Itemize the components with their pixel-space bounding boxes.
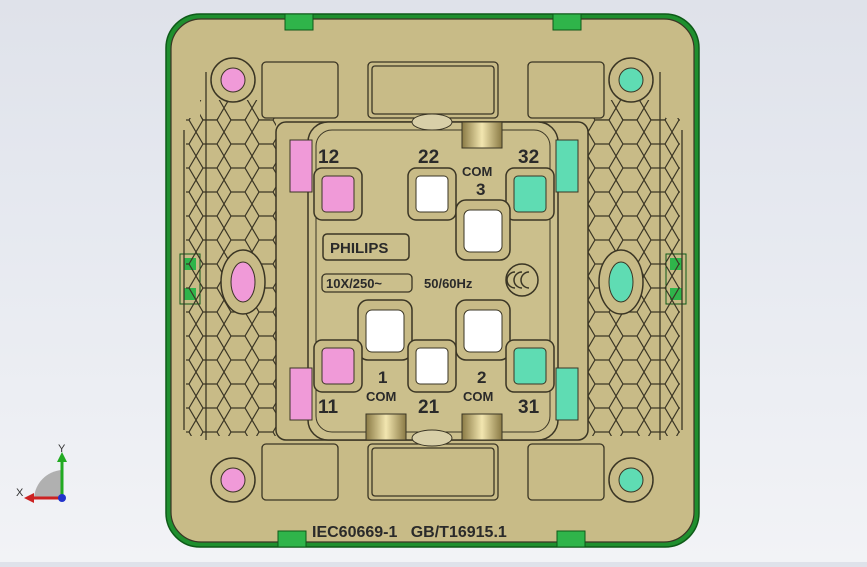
com-3-label: COM (462, 164, 492, 179)
com-1-label: COM (366, 389, 396, 404)
brand-badge (322, 233, 410, 261)
module-labels: 12 22 32 COM 3 PHILIPS 10X/250~ 50/60Hz … (318, 147, 540, 418)
screw-holes (210, 57, 654, 503)
com-2-number: 2 (477, 368, 486, 387)
rating-text: 10X/250~ (326, 276, 382, 291)
brand-logo-text: PHILIPS (330, 240, 388, 257)
standards-footer: IEC60669-1 GB/T16915.1 (312, 524, 507, 541)
y-axis-label: Y (58, 443, 66, 455)
terminal-31-label: 31 (518, 397, 540, 418)
terminal-22-label: 22 (418, 147, 439, 168)
terminal-11-label: 11 (318, 397, 339, 418)
terminal-21-label: 21 (418, 397, 440, 418)
terminal-12-label: 12 (318, 147, 339, 168)
x-axis-label: X (16, 487, 24, 499)
frequency-text: 50/60Hz (424, 276, 473, 291)
brass-contacts (365, 113, 503, 447)
ccc-mark-icon (505, 263, 539, 297)
com-1-number: 1 (378, 368, 387, 387)
terminal-32-label: 32 (518, 147, 539, 168)
side-contacts (289, 139, 579, 421)
terminal-sockets[interactable] (313, 167, 555, 393)
com-3-number: 3 (476, 180, 485, 199)
rating-badge (321, 273, 413, 293)
axis-triad-icon[interactable]: Y X (16, 443, 67, 503)
com-2-label: COM (463, 389, 493, 404)
